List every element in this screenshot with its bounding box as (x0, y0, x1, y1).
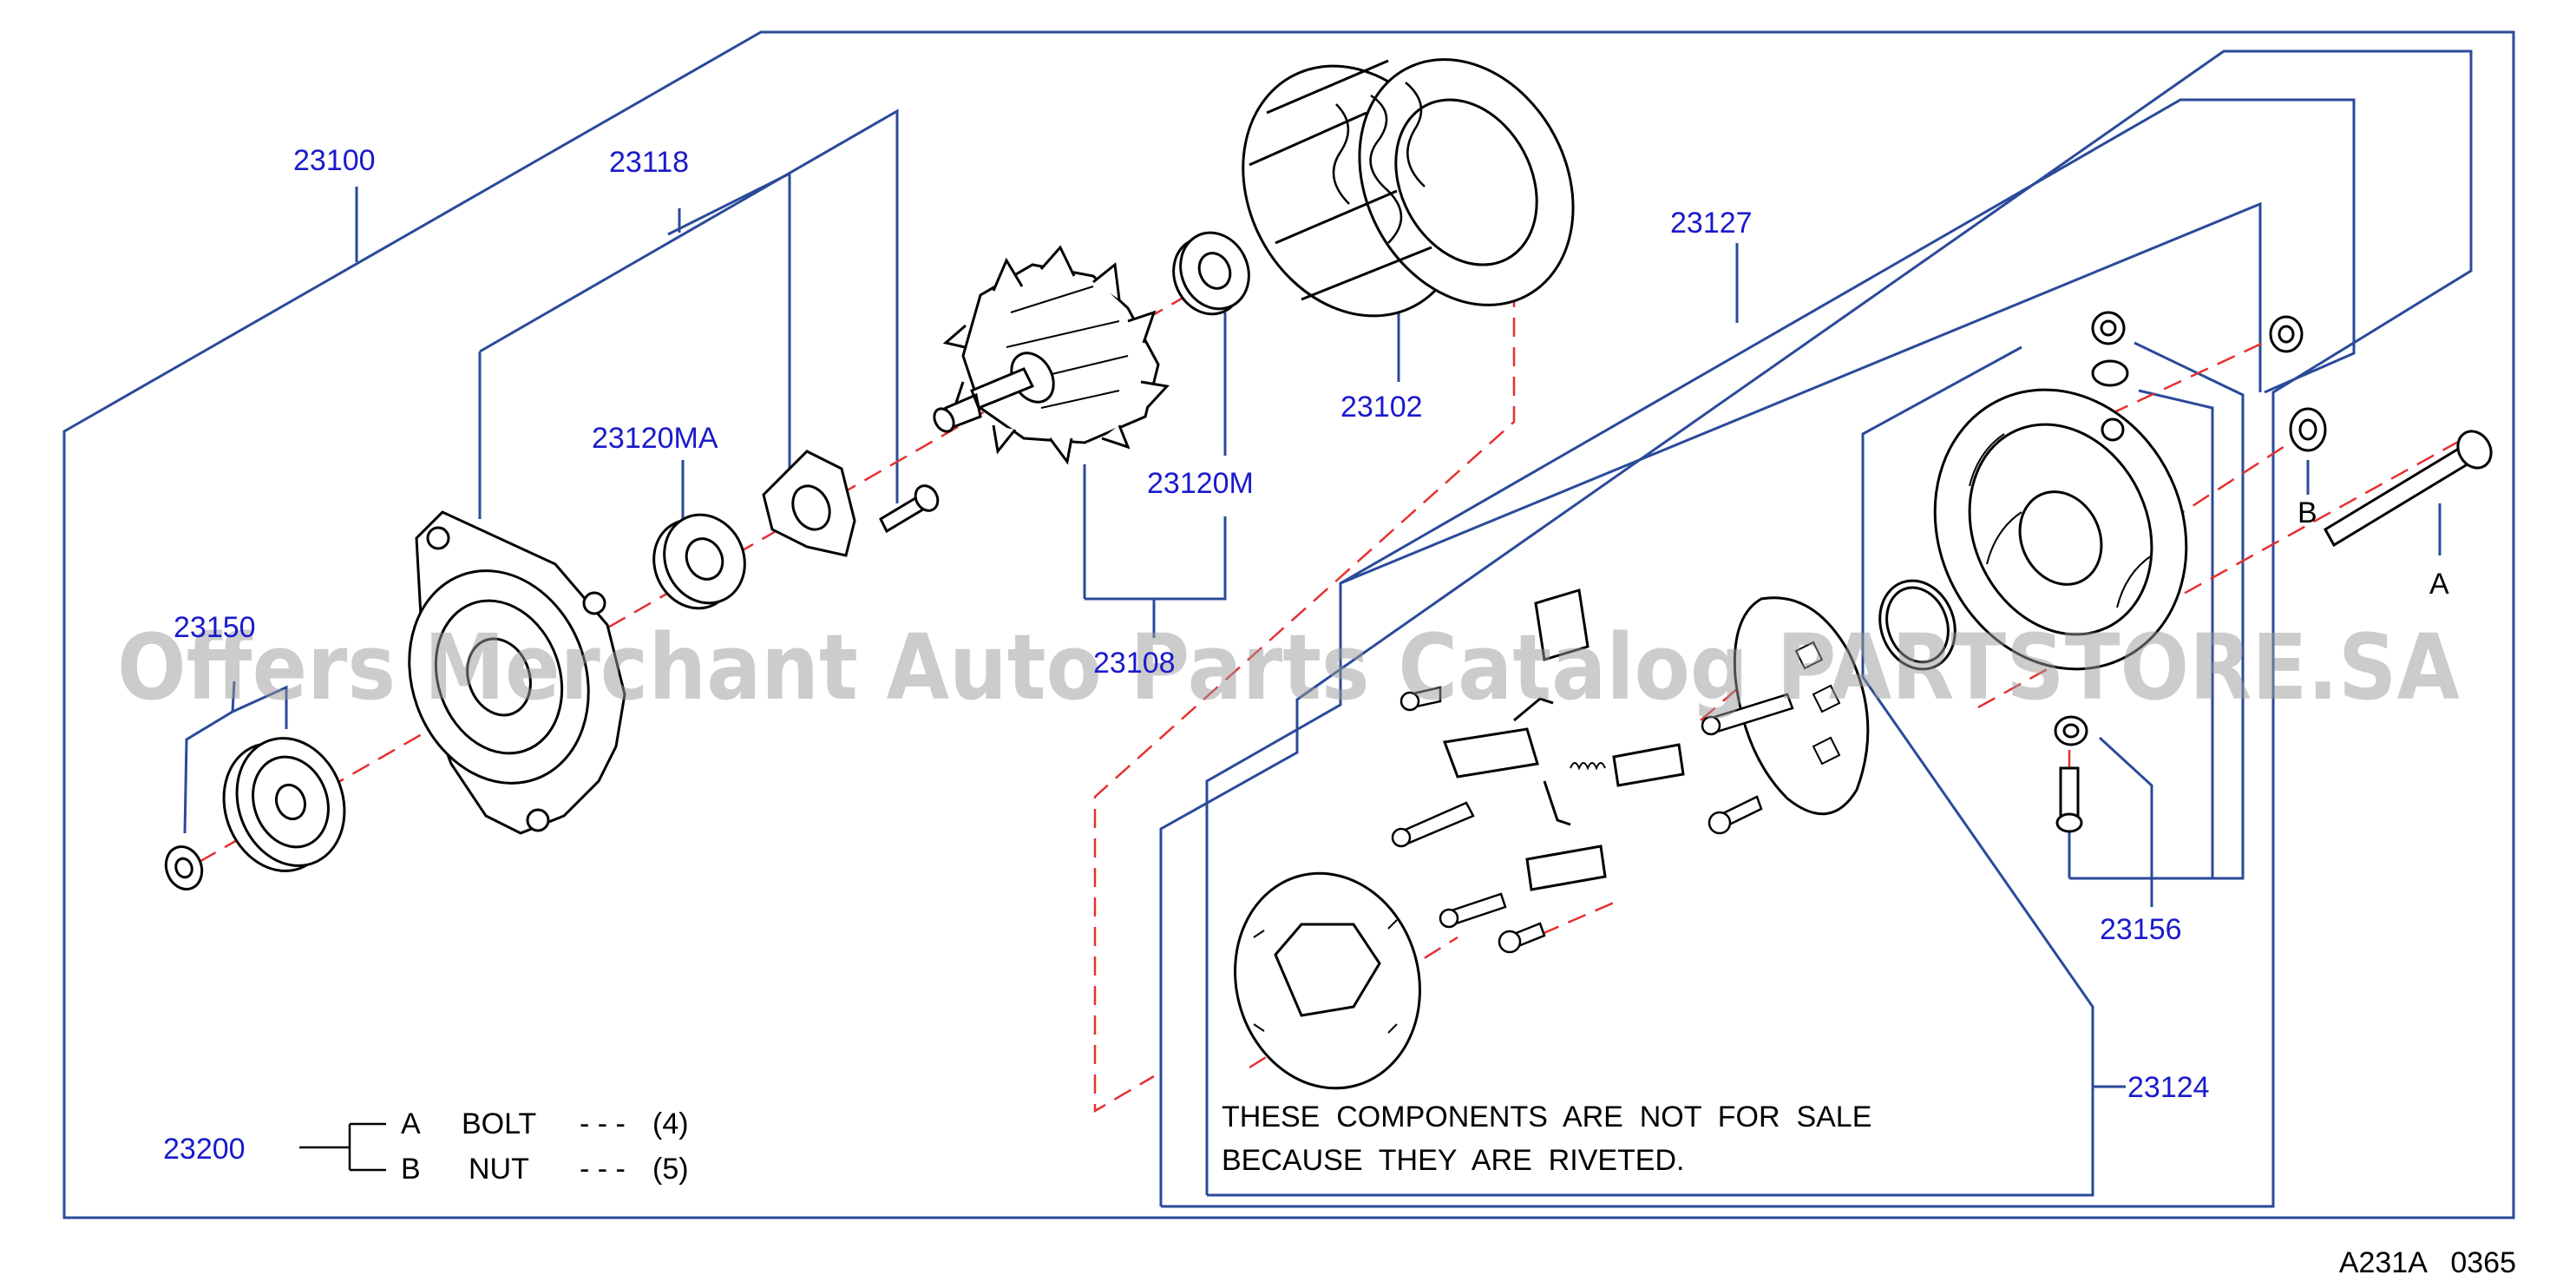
legend-b-dash: - - - (580, 1153, 626, 1186)
legend-a-name: BOLT (462, 1107, 536, 1140)
top-nut-drawing (2091, 311, 2129, 387)
callout-23102: 23102 (1340, 391, 1423, 424)
marker-b: B (2297, 496, 2317, 529)
assembly-frames (62, 30, 2515, 1219)
pulley-drawing (222, 737, 346, 872)
frame-23124 (1207, 201, 2262, 1197)
lower-bolt-drawing (2055, 766, 2083, 833)
seal-ring-drawing (1878, 579, 1957, 671)
rear-bearing-23120MA-drawing (652, 513, 746, 610)
legend-a-qty: (4) (652, 1107, 689, 1140)
leader-23156 (2068, 341, 2245, 907)
callout-23100: 23100 (293, 144, 376, 177)
note-line-2: BECAUSE THEY ARE RIVETED. (1222, 1144, 1684, 1177)
note-line-1: THESE COMPONENTS ARE NOT FOR SALE (1222, 1101, 1871, 1134)
small-bolts-drawing (1391, 686, 1794, 954)
legend-b-qty: (5) (652, 1153, 689, 1186)
rectifier-plate-drawing (1733, 596, 1870, 816)
retainer-screw-drawing (879, 484, 940, 534)
legend-bracket (299, 1122, 386, 1172)
callout-23120M: 23120M (1147, 467, 1254, 500)
callout-23156: 23156 (2100, 913, 2182, 946)
letter-markers: A B (2297, 496, 2449, 601)
legend-a-dash: - - - (580, 1107, 626, 1140)
riveted-note: THESE COMPONENTS ARE NOT FOR SALE BECAUS… (1222, 1101, 1871, 1177)
brush-holder-drawing (1442, 588, 1685, 826)
leader-23118-inner (667, 172, 791, 496)
callout-23124: 23124 (2127, 1071, 2210, 1104)
centerline-23102-box (1093, 111, 1516, 1114)
callout-23150: 23150 (174, 611, 256, 644)
stator-drawing (1242, 58, 1575, 318)
regulator-drawing (1525, 844, 1607, 891)
legend-23200: A BOLT - - - (4) B NUT - - - (5) (299, 1107, 689, 1186)
parts (164, 58, 2493, 1090)
marker-a: A (2429, 568, 2449, 601)
rear-housing-drawing (1933, 388, 2188, 671)
rotor-drawing (933, 245, 1170, 465)
retainer-plate-drawing (762, 450, 856, 557)
legend-a-letter: A (401, 1107, 421, 1140)
front-bearing-23120M-drawing (1172, 231, 1250, 316)
watermark-text: Offers Merchant Auto Parts Catalog PARTS… (117, 614, 2460, 720)
through-bolt-a-drawing (2323, 430, 2493, 548)
leader-23150 (183, 680, 288, 834)
callout-23127: 23127 (1670, 207, 1753, 240)
nut-a-top-drawing (2269, 315, 2304, 353)
callout-23120MA: 23120MA (592, 422, 718, 455)
callout-labels: 23100 23118 23120MA 23102 23120M 23108 2… (163, 144, 2210, 1166)
callout-23118: 23118 (609, 146, 689, 179)
lower-nut-drawing (2054, 715, 2088, 746)
pulley-nut-drawing (164, 845, 204, 890)
front-housing-drawing (408, 510, 626, 835)
legend-b-letter: B (401, 1153, 421, 1186)
diagram-code: A231A 0365 (2339, 1246, 2516, 1279)
frame-23108 (1083, 464, 1227, 638)
legend-b-name: NUT (469, 1153, 529, 1186)
cover-plate-drawing (1234, 871, 1421, 1090)
frame-23127-mid (1205, 98, 2356, 1195)
frame-23118 (478, 108, 899, 519)
callout-23108: 23108 (1093, 647, 1176, 680)
nut-b-drawing (2289, 407, 2327, 452)
frame-23100 (62, 30, 2515, 1219)
callout-23200: 23200 (163, 1133, 246, 1166)
